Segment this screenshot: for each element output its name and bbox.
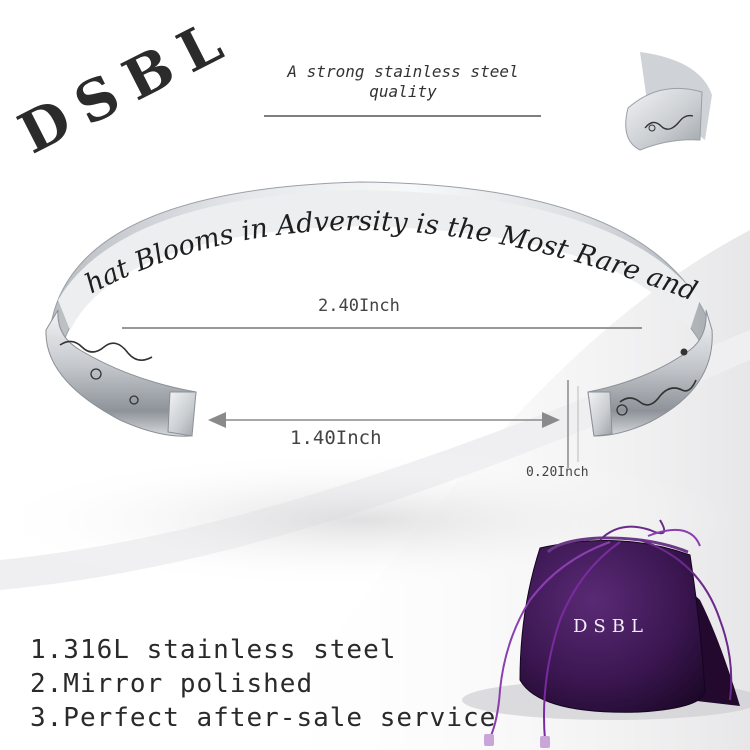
band-width-label: 0.20Inch xyxy=(526,465,589,480)
feature-list: 1.316L stainless steel 2.Mirror polished… xyxy=(30,633,496,735)
bracelet-end-thumbnail xyxy=(625,52,712,151)
inner-gap-arrow xyxy=(208,412,560,428)
pouch-brand-label: DSBL xyxy=(573,616,649,637)
band-width-marker xyxy=(567,380,579,468)
feature-item: 2.Mirror polished xyxy=(30,669,314,699)
feature-item: 3.Perfect after-sale service xyxy=(30,703,497,733)
velvet-pouch xyxy=(462,519,750,748)
inner-gap-label: 1.40Inch xyxy=(290,427,382,449)
quality-note: A strong stainless steel quality xyxy=(287,62,519,101)
feature-item: 1.316L stainless steel xyxy=(30,635,397,665)
outer-width-label: 2.40Inch xyxy=(318,296,400,316)
